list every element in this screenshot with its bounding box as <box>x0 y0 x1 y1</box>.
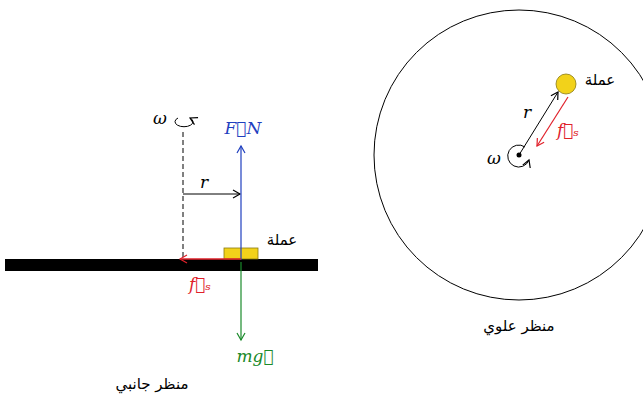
radius-label: r <box>200 173 208 192</box>
coin-label: عملة <box>585 72 616 89</box>
friction-label: f⃗ₛ <box>189 275 211 294</box>
omega-label: ω <box>487 149 501 168</box>
radius-label: r <box>523 103 531 122</box>
friction-label: f⃗ₛ <box>557 121 579 140</box>
view-caption: منظر علوي <box>483 318 554 335</box>
weight-label: mg⃗ <box>236 347 273 366</box>
view-caption: منظر جانبي <box>116 376 189 393</box>
normal-force-label: F⃗N <box>225 119 262 138</box>
omega-label: ω <box>153 109 167 128</box>
coin-label: عملة <box>267 232 298 249</box>
